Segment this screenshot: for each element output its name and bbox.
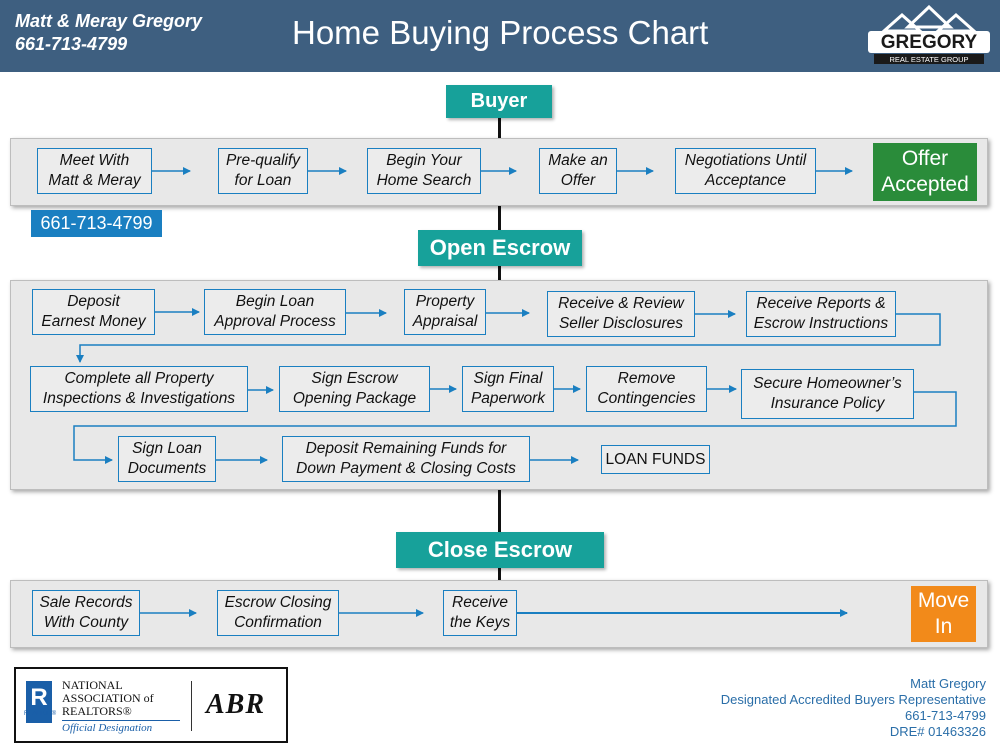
badge-separator: [191, 681, 192, 731]
page-title: Home Buying Process Chart: [292, 14, 709, 51]
step-deposit-earnest-money: Deposit Earnest Money: [32, 289, 155, 335]
contact-dre: DRE# 01463326: [889, 724, 986, 739]
buyer-phone-tag: 661-713-4799: [31, 210, 162, 237]
step-loan-approval: Begin Loan Approval Process: [204, 289, 346, 335]
offer-accepted-badge: Offer Accepted: [873, 143, 977, 201]
header-bar: Matt & Meray Gregory 661-713-4799 Home B…: [0, 0, 1000, 72]
designation-badges: R REALTOR® NATIONAL ASSOCIATION of REALT…: [14, 667, 288, 743]
contact-phone: 661-713-4799: [905, 708, 986, 723]
step-deposit-remaining-funds: Deposit Remaining Funds for Down Payment…: [282, 436, 530, 482]
step-escrow-closing-confirmation: Escrow Closing Confirmation: [217, 590, 339, 636]
logo-subtitle: REAL ESTATE GROUP: [889, 55, 968, 64]
gregory-logo: GREGORY REAL ESTATE GROUP: [868, 5, 990, 64]
step-meet-with-agent: Meet With Matt & Meray: [37, 148, 152, 194]
step-seller-disclosures: Receive & Review Seller Disclosures: [547, 291, 695, 337]
nar-text: NATIONAL ASSOCIATION of REALTORS®: [62, 678, 154, 718]
step-reports-escrow-instructions: Receive Reports & Escrow Instructions: [746, 291, 896, 337]
abr-logo: ABR: [206, 689, 266, 720]
step-sale-records: Sale Records With County: [32, 590, 140, 636]
contact-info: Matt Gregory Designated Accredited Buyer…: [721, 676, 986, 740]
nar-divider: [62, 720, 180, 721]
step-homeowners-insurance: Secure Homeowner’s Insurance Policy: [741, 369, 914, 419]
step-pre-qualify: Pre-qualify for Loan: [218, 148, 308, 194]
process-spine-lower: [498, 490, 501, 534]
logo-name: GREGORY: [881, 32, 978, 53]
step-home-search: Begin Your Home Search: [367, 148, 481, 194]
move-in-badge: Move In: [911, 586, 976, 642]
step-receive-keys: Receive the Keys: [443, 590, 517, 636]
agent-name: Matt & Meray Gregory: [15, 11, 203, 31]
stage-close-escrow: Close Escrow: [396, 532, 604, 568]
stage-open-escrow: Open Escrow: [418, 230, 582, 266]
step-remove-contingencies: Remove Contingencies: [586, 366, 707, 412]
step-sign-escrow-package: Sign Escrow Opening Package: [279, 366, 430, 412]
process-spine-mid: [498, 204, 501, 230]
process-spine-open: [498, 266, 501, 280]
step-loan-funds: LOAN FUNDS: [601, 445, 710, 474]
agent-phone: 661-713-4799: [15, 34, 128, 54]
step-sign-final-paperwork: Sign Final Paperwork: [462, 366, 554, 412]
stage-buyer: Buyer: [446, 85, 552, 118]
step-inspections: Complete all Property Inspections & Inve…: [30, 366, 248, 412]
step-negotiations: Negotiations Until Acceptance: [675, 148, 816, 194]
step-sign-loan-documents: Sign Loan Documents: [118, 436, 216, 482]
realtor-r-logo: R: [26, 681, 52, 723]
contact-title: Designated Accredited Buyers Representat…: [720, 692, 986, 707]
buyer-panel: [10, 138, 988, 206]
process-spine-close: [498, 568, 501, 580]
official-designation: Official Designation: [62, 722, 153, 734]
realtor-logo-caption: REALTOR®: [24, 711, 57, 717]
step-property-appraisal: Property Appraisal: [404, 289, 486, 335]
contact-name: Matt Gregory: [910, 676, 986, 691]
step-make-offer: Make an Offer: [539, 148, 617, 194]
process-spine-top: [498, 118, 501, 138]
